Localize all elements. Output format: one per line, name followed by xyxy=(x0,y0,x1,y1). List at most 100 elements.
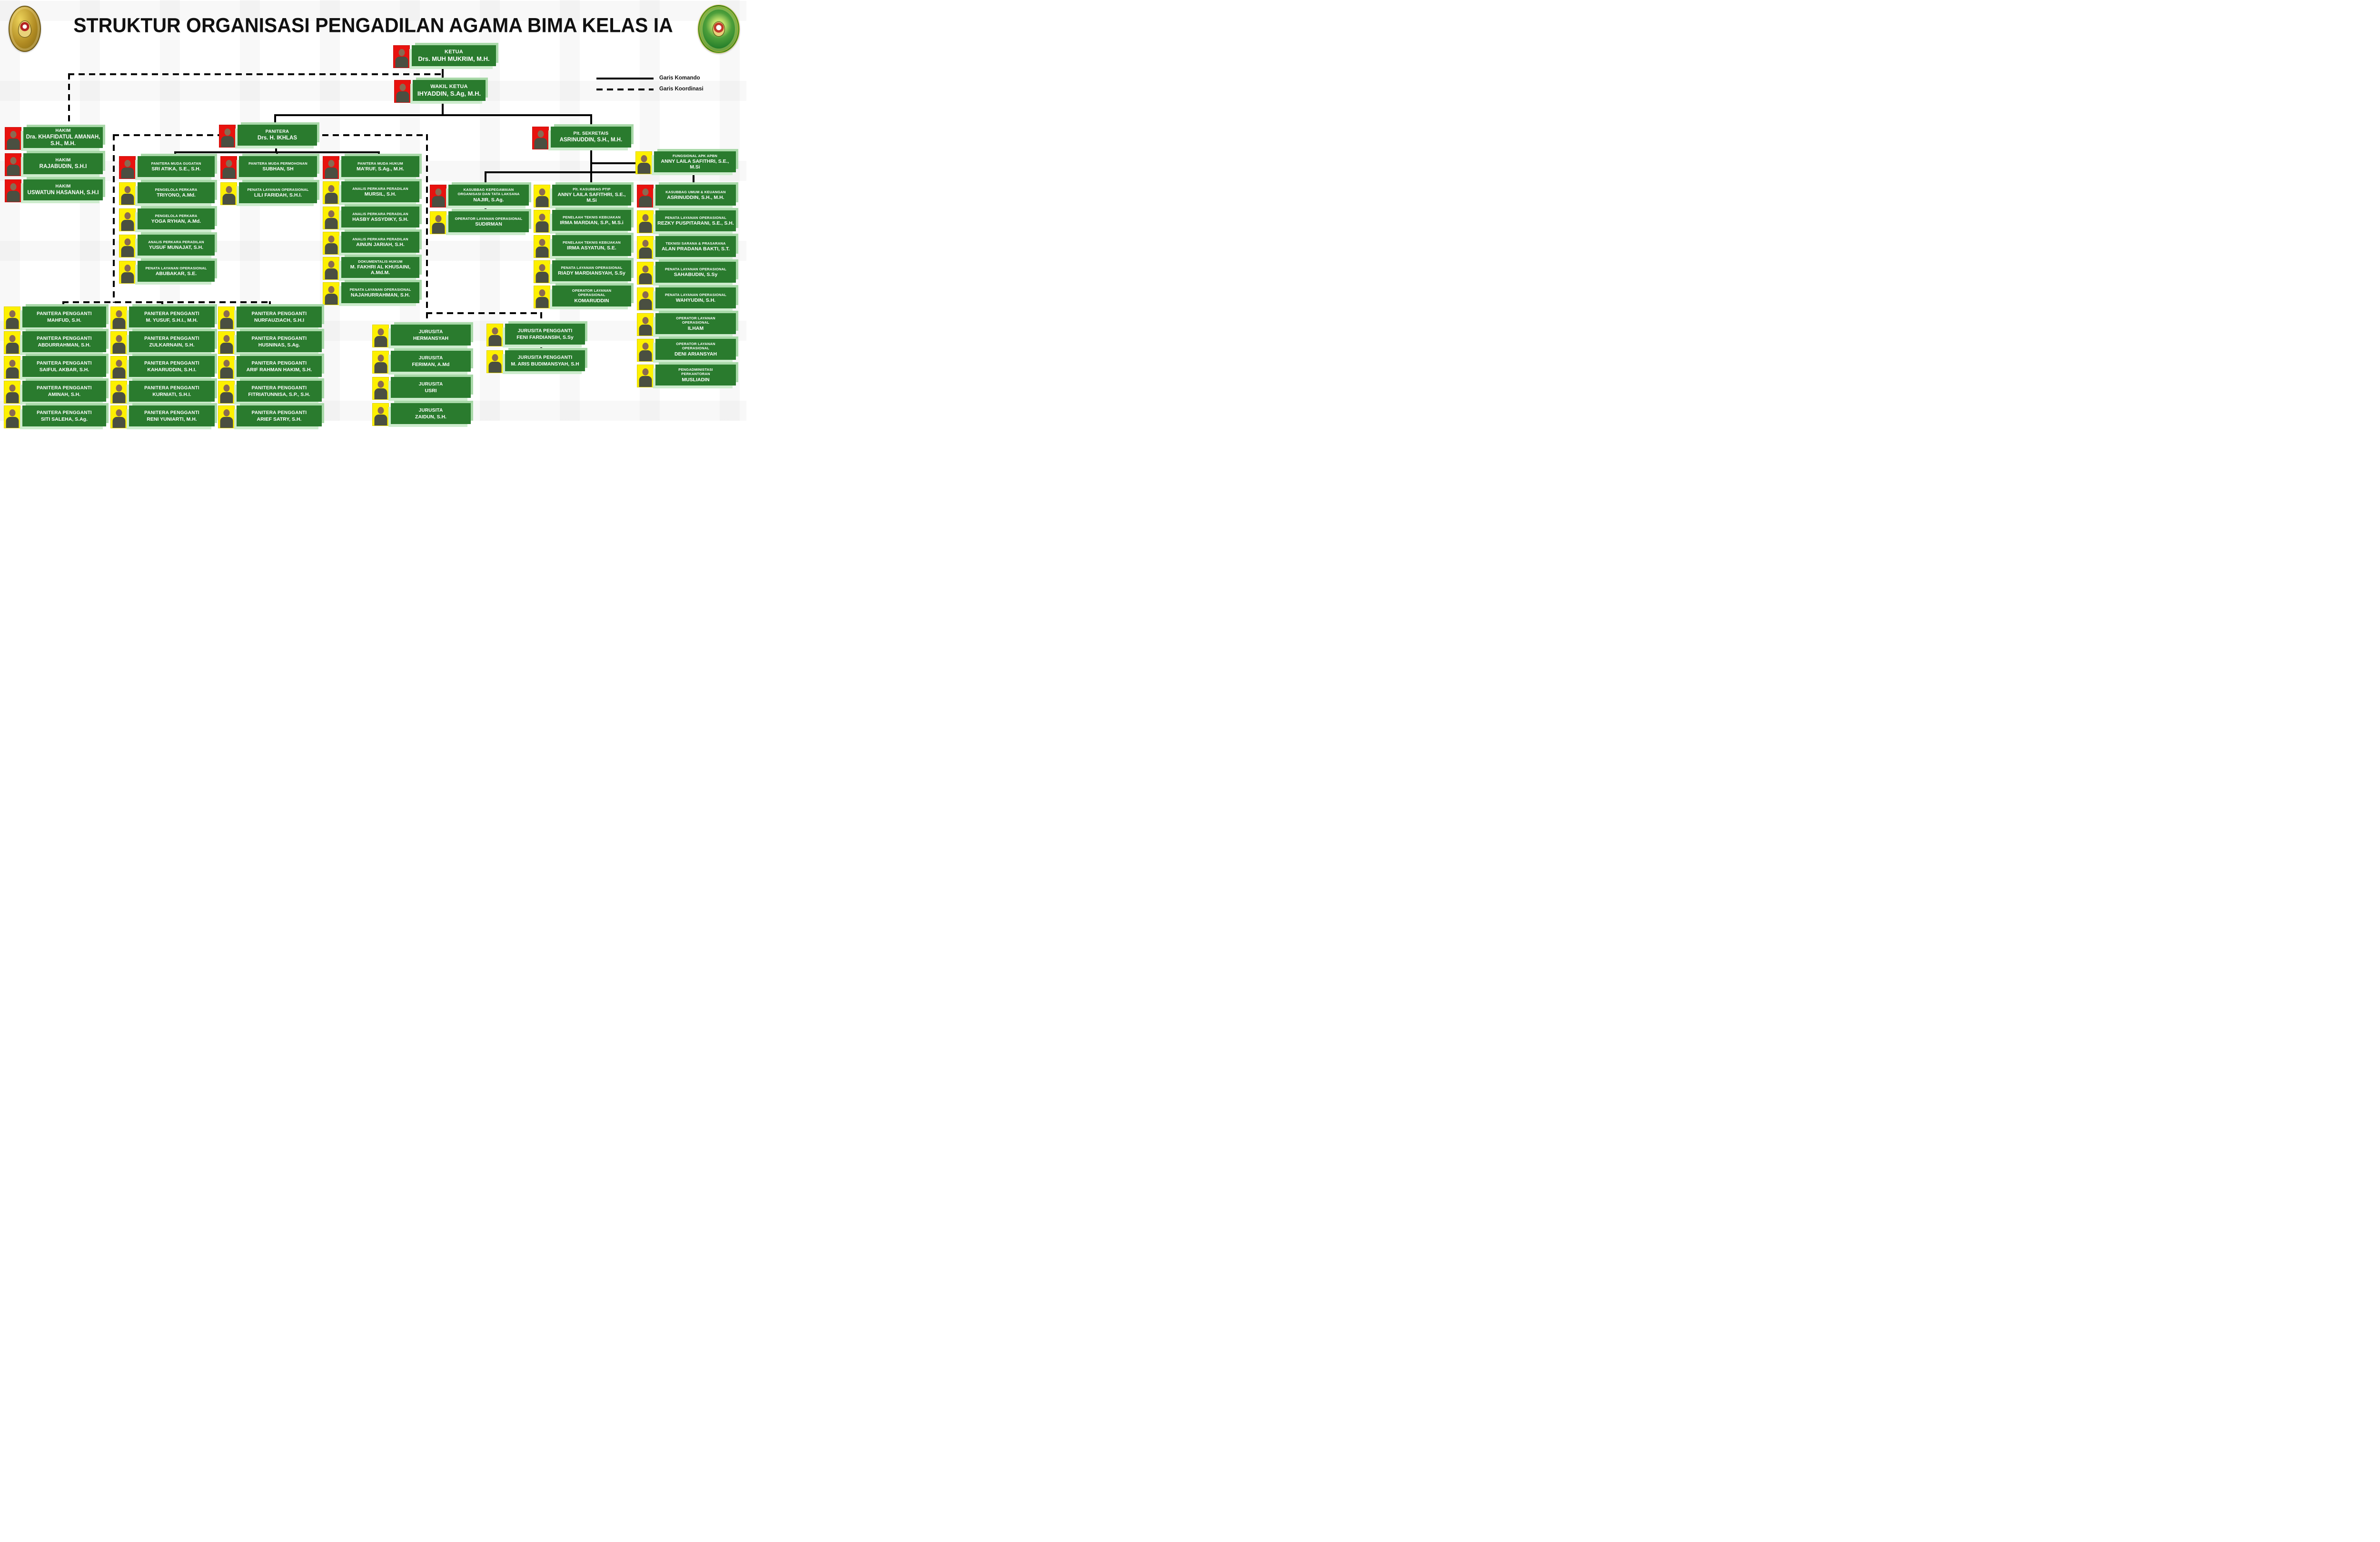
connector-solid xyxy=(590,146,592,172)
role-label: PANITERA PENGGANTI xyxy=(37,360,92,366)
name-label: ARIF RAHMAN HAKIM, S.H. xyxy=(246,367,312,373)
name-label: RIADY MARDIANSYAH, S.Sy xyxy=(558,270,625,277)
person-photo xyxy=(534,235,550,258)
connector-solid xyxy=(442,67,444,81)
name-label: SUDIRMAN xyxy=(475,221,502,227)
name-label: IRMA MARDIAN, S.P., M.S.i xyxy=(560,220,624,226)
person-photo xyxy=(372,325,389,347)
name-label: FERIMAN, A.Md xyxy=(412,362,450,368)
role-label: PENATA LAYANAN OPERASIONAL xyxy=(664,292,727,297)
name-label: YOGA RYHAN, A.Md. xyxy=(151,218,201,225)
connector-solid xyxy=(274,114,276,127)
role-label: FUNGSIONAL APK APBN xyxy=(673,153,717,158)
role-label: PENATA LAYANAN OPERASIONAL xyxy=(145,266,207,270)
name-label: KOMARUDDIN xyxy=(574,298,609,304)
person-photo xyxy=(372,377,389,400)
connector-dashed xyxy=(113,134,115,303)
person-photo xyxy=(110,381,127,404)
name-label: MAHFUD, S.H. xyxy=(47,317,81,324)
role-label: HAKIM xyxy=(55,183,71,189)
person-photo xyxy=(323,156,339,179)
name-label: Drs. MUH MUKRIM, M.H. xyxy=(418,55,490,63)
name-label: SAHABUDIN, S.Sy xyxy=(674,272,718,278)
person-photo xyxy=(486,324,503,346)
role-label: Plt. KASUBBAG PTIP xyxy=(573,187,611,191)
role-label: PANITERA PENGGANTI xyxy=(251,311,307,316)
name-label: DENI ARIANSYAH xyxy=(674,351,717,357)
role-label: KETUA xyxy=(445,49,463,55)
role-label: JURUSITA xyxy=(418,381,443,387)
name-label: NURFAUZIACH, S.H.I xyxy=(254,317,304,324)
person-photo xyxy=(110,331,127,354)
person-photo xyxy=(637,365,654,387)
name-label: AINUN JARIAH, S.H. xyxy=(356,242,405,248)
role-label: PANITERA MUDA HUKUM xyxy=(357,161,403,166)
person-photo xyxy=(372,351,389,374)
person-photo xyxy=(5,179,21,202)
role-label: PANITERA PENGGANTI xyxy=(251,336,307,341)
role-label: ANALIS PERKARA PERADILAN xyxy=(352,186,408,191)
connector-solid xyxy=(485,171,694,173)
name-label: ABUBAKAR, S.E. xyxy=(155,271,197,277)
person-photo xyxy=(219,125,236,148)
mahkamah-agung-logo xyxy=(9,6,41,52)
person-photo xyxy=(220,156,237,179)
name-label: IHYADDIN, S.Ag, M.H. xyxy=(417,90,481,98)
person-photo xyxy=(323,181,339,204)
role-label: PANITERA PENGGANTI xyxy=(144,311,199,316)
name-label: NAJIR, S.Ag. xyxy=(473,197,504,203)
person-photo xyxy=(637,287,654,310)
org-chart-canvas: STRUKTUR ORGANISASI PENGADILAN AGAMA BIM… xyxy=(0,0,746,428)
name-label: FITRIATUNNISA, S.P., S.H. xyxy=(248,392,310,398)
person-photo xyxy=(218,381,235,404)
person-photo xyxy=(119,261,136,284)
name-label: Dra. KHAFIDATUL AMANAH, S.H., M.H. xyxy=(26,134,100,147)
group-kasubbag-kepegawaian: KASUBBAG KEPEGAWAIAN ORGANISASI DAN TATA… xyxy=(430,185,529,234)
pengadilan-agama-bima-logo xyxy=(698,5,740,53)
person-photo xyxy=(637,313,654,336)
connector-solid xyxy=(275,144,277,152)
person-photo xyxy=(394,80,411,103)
role-label: PANITERA PENGGANTI xyxy=(144,336,199,341)
person-photo xyxy=(110,405,127,428)
